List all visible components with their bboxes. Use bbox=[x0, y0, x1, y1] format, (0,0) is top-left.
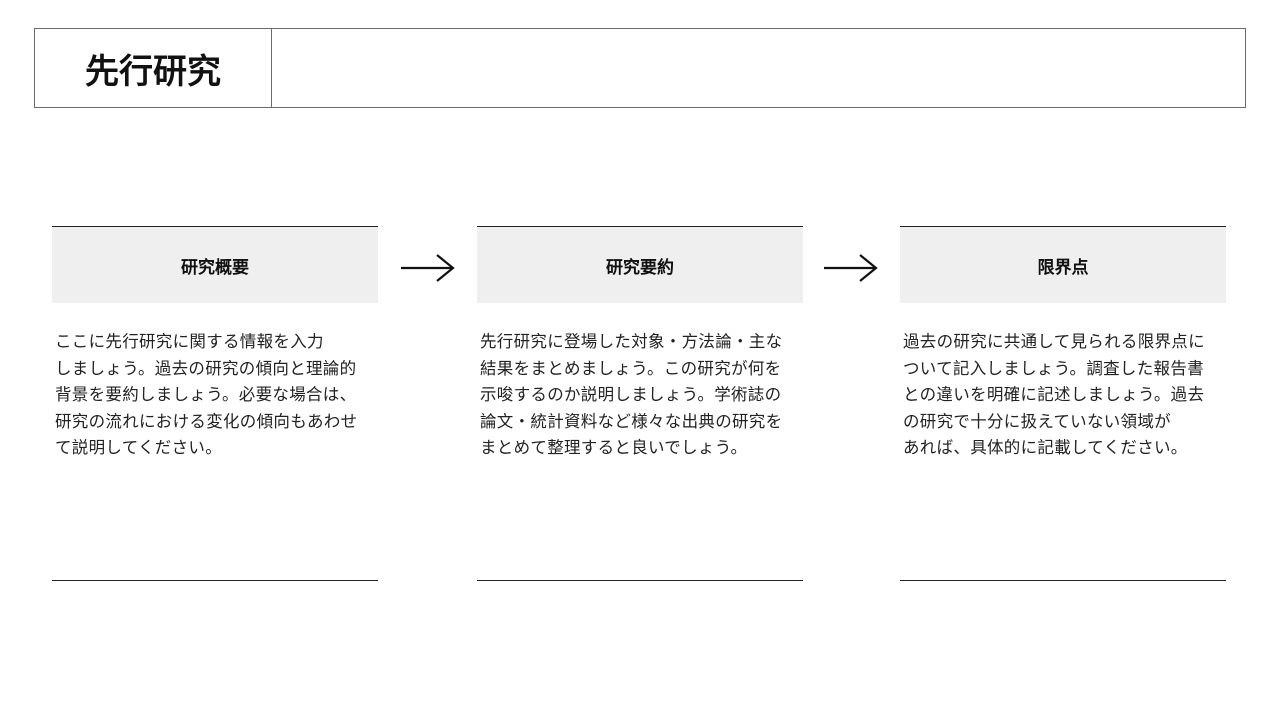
column-overview: 研究概要 ここに先行研究に関する情報を入力 しましょう。過去の研究の傾向と理論的… bbox=[52, 226, 378, 581]
text-line: て説明してください。 bbox=[55, 438, 223, 457]
title-empty-cell bbox=[273, 29, 1245, 107]
text-line: しましょう。過去の研究の傾向と理論的 bbox=[55, 358, 357, 378]
column-summary: 研究要約 先行研究に登場した対象・方法論・主な 結果をまとめましょう。この研究が… bbox=[477, 226, 803, 581]
text-line: 示唆するのか説明しましょう。学術誌の bbox=[480, 385, 782, 404]
column-heading: 限界点 bbox=[900, 226, 1226, 303]
column-body: 先行研究に登場した対象・方法論・主な 結果をまとめましょう。この研究が何を 示唆… bbox=[477, 329, 803, 462]
bottom-divider bbox=[477, 580, 803, 581]
text-line: 研究の流れにおける変化の傾向もあわせ bbox=[55, 411, 358, 431]
text-line: ここに先行研究に関する情報を入力 bbox=[55, 332, 324, 351]
column-body: ここに先行研究に関する情報を入力 しましょう。過去の研究の傾向と理論的 背景を要… bbox=[52, 329, 378, 462]
bottom-divider bbox=[900, 580, 1226, 581]
text-line: まとめて整理すると良いでしょう。 bbox=[480, 438, 748, 457]
text-line: 論文・統計資料など様々な出典の研究を bbox=[480, 411, 783, 431]
bottom-divider bbox=[52, 580, 378, 581]
text-line: 結果をまとめましょう。この研究が何を bbox=[480, 358, 782, 378]
text-line: 背景を要約しましょう。必要な場合は、 bbox=[55, 385, 357, 404]
title-box: 先行研究 bbox=[34, 28, 1246, 108]
page-title: 先行研究 bbox=[35, 29, 272, 107]
arrow-right-icon bbox=[824, 254, 878, 282]
column-heading: 研究要約 bbox=[477, 226, 803, 303]
text-line: との違いを明確に記述しましょう。過去 bbox=[903, 385, 1205, 404]
text-line: の研究で十分に扱えていない領域が bbox=[903, 411, 1171, 431]
text-line: 先行研究に登場した対象・方法論・主な bbox=[480, 332, 783, 351]
text-line: ついて記入しましょう。調査した報告書 bbox=[903, 358, 1204, 378]
text-line: 過去の研究に共通して見られる限界点に bbox=[903, 332, 1205, 351]
column-limitations: 限界点 過去の研究に共通して見られる限界点に ついて記入しましょう。調査した報告… bbox=[900, 226, 1226, 581]
arrow-right-icon bbox=[401, 254, 455, 282]
column-heading: 研究概要 bbox=[52, 226, 378, 303]
column-body: 過去の研究に共通して見られる限界点に ついて記入しましょう。調査した報告書 との… bbox=[900, 329, 1226, 462]
text-line: あれば、具体的に記載してください。 bbox=[903, 438, 1188, 457]
